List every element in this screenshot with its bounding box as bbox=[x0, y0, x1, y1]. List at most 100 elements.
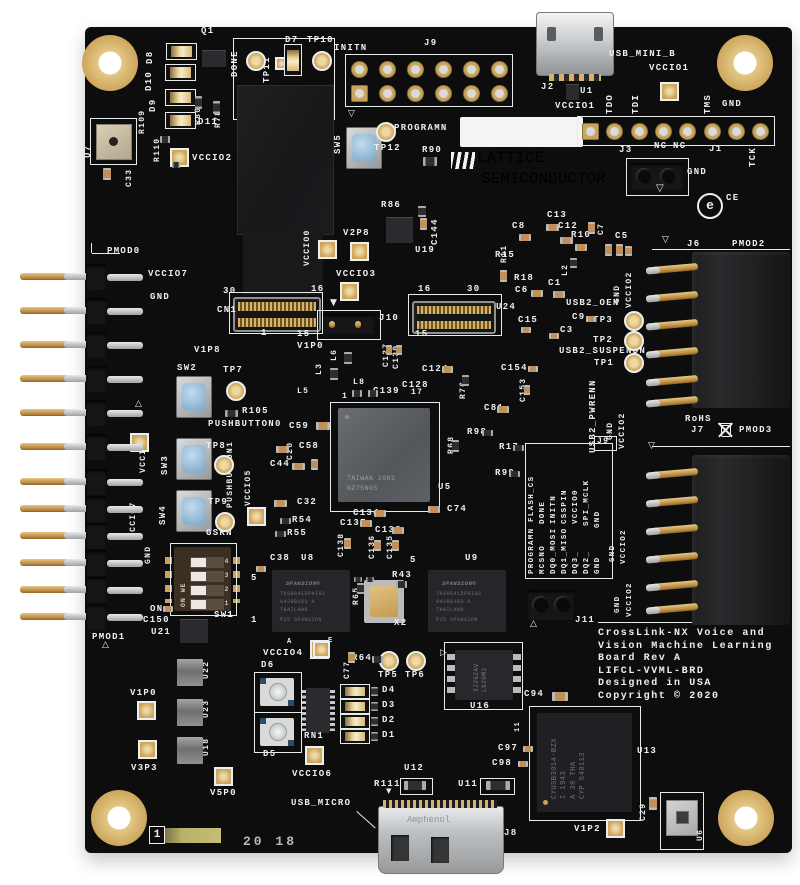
u9-marking-line1: 7KS0641DPHI02 bbox=[436, 591, 482, 597]
board-info-line3: Board Rev A bbox=[598, 653, 682, 665]
silk-label-v5p0: V5P0 bbox=[210, 788, 237, 798]
silk-label-u9: U9 bbox=[465, 553, 479, 563]
silk-label-v1p0: V1P0 bbox=[297, 341, 324, 351]
silk-label-u21: U21 bbox=[151, 627, 172, 637]
silk-label-tp10: TP10 bbox=[307, 35, 334, 45]
component bbox=[523, 746, 533, 752]
silk-triangle: ▼ bbox=[330, 298, 337, 308]
silk-label-c77: C77 bbox=[343, 660, 352, 679]
j4-pin-block bbox=[86, 264, 107, 290]
jtag-pad bbox=[703, 122, 721, 140]
silk-label-c150: C150 bbox=[143, 615, 170, 625]
component bbox=[428, 506, 440, 513]
j7-pin-tip bbox=[645, 583, 661, 592]
silk-label-vccio2: VCCIO2 bbox=[192, 153, 233, 163]
component bbox=[396, 345, 402, 355]
testpoint-tp6 bbox=[406, 651, 426, 671]
silk-label-30: 30 bbox=[467, 284, 481, 294]
silk-label-c13: C13 bbox=[547, 210, 568, 220]
component bbox=[396, 581, 407, 588]
j5-pin bbox=[20, 559, 72, 566]
led-d10 bbox=[165, 64, 196, 81]
pad-v3p3 bbox=[138, 740, 157, 759]
j6-pin-tip bbox=[645, 294, 661, 303]
component bbox=[420, 218, 427, 230]
silk-box-u6 bbox=[660, 792, 704, 850]
silk-label-r99: R99 bbox=[495, 468, 516, 478]
silk-box-u7 bbox=[90, 118, 137, 165]
board-info-line6: Copyright © 2020 bbox=[598, 690, 720, 702]
silk-box-d6 bbox=[254, 672, 302, 713]
silk-label-gnd: GND bbox=[614, 595, 622, 613]
silk-label-tp1: TP1 bbox=[594, 358, 615, 368]
silk-triangle: ▽ bbox=[662, 235, 669, 245]
silk-label-d7: D7 bbox=[285, 35, 299, 45]
component bbox=[500, 270, 507, 282]
testpoint-tp12 bbox=[376, 122, 396, 142]
silk-label-r80: R80 bbox=[194, 106, 203, 125]
j7-pin-tip bbox=[645, 606, 661, 615]
component bbox=[513, 445, 524, 451]
silk-label-pmod1: PMOD1 bbox=[92, 632, 126, 642]
silk-label-15: 15 bbox=[297, 329, 311, 339]
silk-label-30: 30 bbox=[223, 286, 237, 296]
silk-triangle: ▽ bbox=[348, 109, 355, 119]
testpoint-tp1 bbox=[624, 353, 644, 373]
silk-label-16: 16 bbox=[418, 284, 432, 294]
component bbox=[292, 463, 305, 470]
silk-label-cn1: CN1 bbox=[217, 305, 238, 315]
silk-label-d2: D2 bbox=[382, 715, 396, 725]
j4-pin-block bbox=[86, 434, 107, 460]
component bbox=[570, 258, 577, 268]
j5-pin-stub bbox=[107, 478, 143, 486]
component bbox=[177, 699, 203, 726]
component bbox=[172, 162, 180, 168]
silk-label-c98: C98 bbox=[492, 758, 513, 768]
pad-vccio5 bbox=[247, 507, 266, 526]
pad-v1p2 bbox=[606, 819, 625, 838]
lattice-logo-tagline: SEMICONDUCTOR bbox=[481, 170, 606, 188]
silk-label-tp5: TP5 bbox=[378, 670, 399, 680]
component bbox=[371, 702, 378, 711]
board-info-line1: CrossLink-NX Voice and bbox=[598, 628, 766, 639]
silk-label-d1: D1 bbox=[382, 730, 396, 740]
silk-label-c144: C144 bbox=[430, 218, 440, 245]
silk-label-u19: U19 bbox=[415, 245, 436, 255]
serial-box: 1 bbox=[149, 826, 165, 844]
silk-line bbox=[92, 253, 120, 255]
silk-label-x2: X2 bbox=[394, 618, 408, 628]
testpoint-tp10 bbox=[312, 51, 332, 71]
silk-label-1: 1 bbox=[251, 615, 258, 625]
led-d4 bbox=[340, 684, 370, 699]
silk-label-c32: C32 bbox=[297, 497, 318, 507]
silk-triangle: △ bbox=[102, 640, 109, 650]
component bbox=[160, 136, 170, 143]
silk-label-c12: C12 bbox=[558, 221, 579, 231]
silk-label-u5: U5 bbox=[438, 482, 452, 492]
u8-marking-line3: THAILAND bbox=[280, 607, 309, 613]
silk-triangle: ▽ bbox=[648, 441, 655, 451]
silk-label-v1p0: V1P0 bbox=[130, 688, 157, 698]
silk-label-j9: J9 bbox=[597, 437, 610, 446]
silk-label-r64: R64 bbox=[352, 653, 373, 663]
component bbox=[423, 157, 437, 166]
component bbox=[386, 345, 392, 355]
component bbox=[330, 368, 338, 380]
silk-label-c9: C9 bbox=[572, 312, 586, 322]
j5-pin bbox=[20, 505, 72, 512]
silk-box-u11 bbox=[480, 778, 515, 795]
silk-label-e: E bbox=[328, 637, 334, 645]
silk-label-j11: J11 bbox=[575, 615, 596, 625]
silk-label-programn: PROGRAMN bbox=[394, 123, 448, 133]
usb-micro-connector: Amphenol bbox=[378, 800, 504, 874]
j4-pin bbox=[20, 443, 72, 450]
testpoint-tp8 bbox=[214, 455, 234, 475]
pmod2-socket bbox=[692, 252, 790, 408]
j5-pin-block bbox=[86, 550, 107, 576]
silk-box-sw1 bbox=[170, 543, 237, 616]
j6-pin-tip bbox=[645, 378, 661, 387]
silk-label-vccio7: VCCIO7 bbox=[148, 269, 189, 279]
testpoint-tp2 bbox=[624, 331, 644, 351]
silk-label-sw3: SW3 bbox=[160, 454, 170, 475]
silk-label-c137: C137 bbox=[340, 518, 367, 528]
